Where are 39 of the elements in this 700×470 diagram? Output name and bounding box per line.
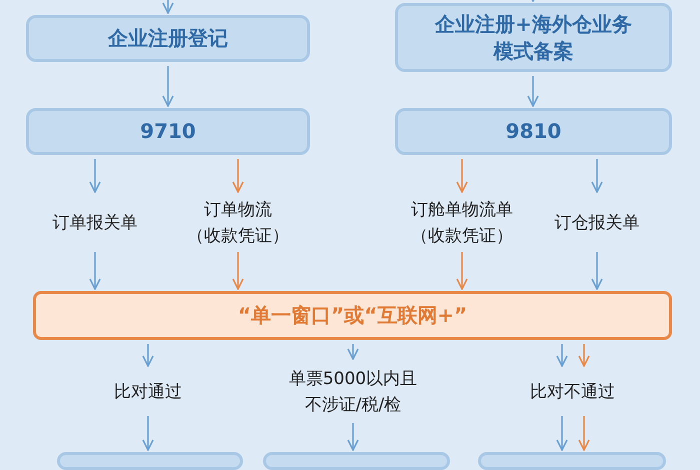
step-label: 订仓报关单: [550, 198, 644, 248]
arrow: [578, 416, 590, 451]
step-label: 比对通过: [88, 372, 208, 412]
process-box: [26, 15, 310, 62]
arrow: [591, 252, 603, 290]
arrow: [591, 159, 603, 193]
process-box: [395, 108, 672, 155]
arrow: [162, 66, 174, 107]
step-label: 订舱单物流单（收款凭证）: [380, 198, 544, 248]
arrow: [89, 252, 101, 290]
arrow: [456, 252, 468, 290]
arrow: [142, 416, 154, 451]
arrow: [456, 159, 468, 193]
arrow: [527, 76, 539, 107]
box-title: 9710: [140, 118, 196, 145]
box-title: 企业注册+海外仓业务模式备案: [434, 10, 633, 64]
process-box: [57, 452, 243, 470]
arrow: [89, 159, 101, 193]
arrow: [347, 344, 359, 360]
process-box: [26, 108, 310, 155]
step-label: 订单物流（收款凭证）: [170, 198, 306, 248]
arrow: [232, 159, 244, 193]
box-title: 9810: [506, 118, 562, 145]
box-title: 企业注册登记: [108, 25, 228, 52]
box-title: “单一窗口”或“互联网+”: [238, 302, 468, 329]
process-box: [263, 452, 450, 470]
arrow: [556, 416, 568, 451]
arrow: [162, 0, 174, 14]
arrow: [232, 252, 244, 290]
arrow: [142, 344, 154, 367]
arrow: [578, 344, 590, 367]
process-box: [395, 3, 672, 72]
step-label: 单票5000以内且不涉证/税/检: [283, 365, 423, 419]
arrow: [556, 344, 568, 367]
step-label: 比对不通过: [505, 372, 640, 412]
arrow: [347, 423, 359, 451]
process-box: [478, 452, 666, 470]
platform-box: [33, 291, 672, 340]
step-label: 订单报关单: [40, 198, 150, 248]
